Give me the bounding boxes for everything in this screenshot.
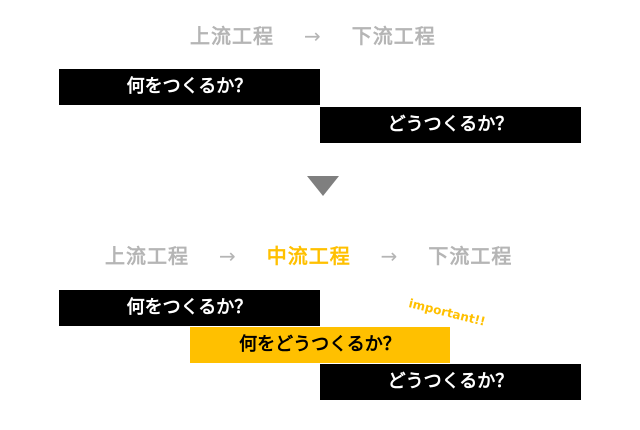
important-note: important!!: [407, 296, 487, 329]
how-to-build-bar: どうつくるか？: [320, 364, 581, 400]
upstream-label: 上流工程: [105, 244, 189, 268]
what-to-build-bar: 何をつくるか？: [59, 69, 320, 105]
downstream-label: 下流工程: [428, 244, 513, 268]
down-triangle-icon: [307, 176, 339, 196]
flow-arrow: →: [303, 24, 322, 48]
flow-arrow: →: [218, 244, 237, 268]
upstream-label: 上流工程: [190, 24, 274, 48]
how-to-build-bar: どうつくるか？: [320, 107, 581, 143]
before-process-flow: 上流工程 → 下流工程: [190, 20, 436, 49]
what-to-build-bar: 何をつくるか？: [59, 290, 320, 326]
after-process-flow: 上流工程 → 中流工程 → 下流工程: [105, 240, 512, 269]
what-and-how-to-build-bar: 何をどうつくるか？: [190, 327, 450, 363]
midstream-label: 中流工程: [266, 244, 351, 268]
flow-arrow: →: [380, 244, 399, 268]
downstream-label: 下流工程: [351, 24, 436, 48]
